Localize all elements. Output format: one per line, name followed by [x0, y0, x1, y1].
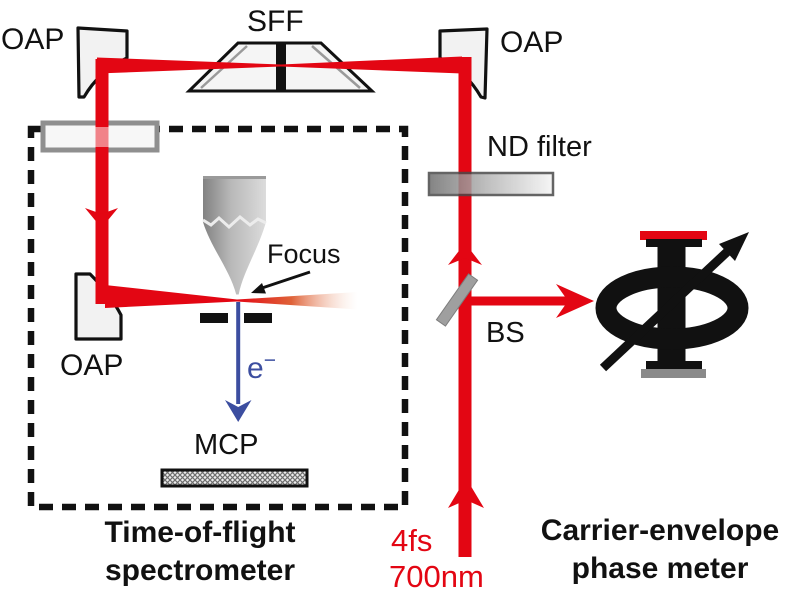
bs-label: BS — [486, 317, 525, 349]
cep-caption: Carrier-envelope phase meter — [520, 512, 800, 587]
electron-label: e− — [247, 349, 276, 385]
electron-label-sup: − — [263, 349, 276, 372]
mcp-label: MCP — [194, 429, 259, 461]
aperture-icon — [200, 313, 272, 323]
vacuum-chamber-outline — [27, 125, 409, 511]
window-beam-overlay — [95, 127, 109, 147]
electron-arrow — [225, 302, 252, 422]
cep-caption-line2: phase meter — [571, 551, 749, 585]
focus-label: Focus — [267, 239, 341, 269]
tof-caption-line2: spectrometer — [104, 553, 296, 587]
tof-caption: Time-of-flight spectrometer — [80, 514, 320, 589]
beamsplitter-icon — [435, 273, 479, 327]
pulse-duration-label: 4fs — [391, 523, 433, 558]
mcp-detector-icon — [160, 468, 309, 488]
pulse-wavelength-label: 700nm — [389, 559, 484, 594]
focus-pointer-arrow — [251, 270, 311, 294]
cep-caption-line1: Carrier-envelope — [540, 514, 780, 547]
sff-label: SFF — [247, 5, 304, 38]
nd-filter-label: ND filter — [487, 131, 592, 163]
tof-caption-line1: Time-of-flight — [104, 516, 296, 549]
nanotip-icon — [202, 176, 267, 295]
nd-filter-icon — [427, 171, 555, 197]
phase-symbol-icon — [595, 231, 749, 378]
electron-label-base: e — [247, 352, 264, 385]
oap-bottom-label: OAP — [60, 349, 124, 382]
oap-top-left-label: OAP — [1, 23, 65, 56]
oap-top-right-label: OAP — [500, 26, 564, 59]
